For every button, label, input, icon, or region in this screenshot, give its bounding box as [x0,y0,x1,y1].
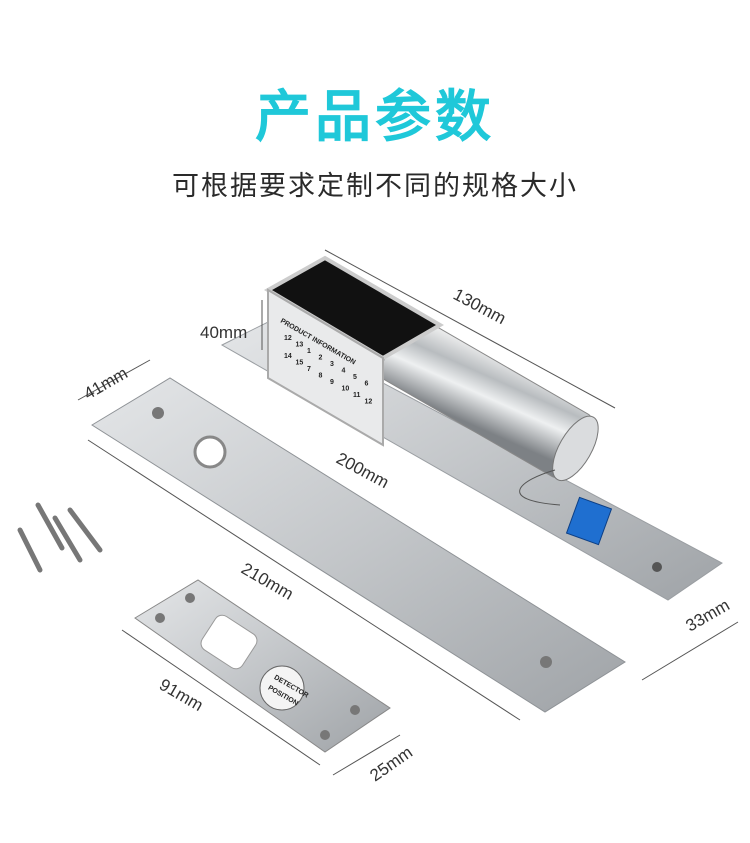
terminal-block [565,496,613,546]
screw-hole [152,407,164,419]
mount-hole [652,562,662,572]
wire [519,469,561,506]
label-cell: 12 [284,335,292,342]
dim-plate-length: 210mm [238,559,297,604]
label-cell: 15 [296,360,304,367]
bolt-cylinder [377,313,599,482]
strike-plate [134,579,391,753]
page-title: 产品参数 [255,85,495,150]
label-cell: 12 [365,399,373,406]
label-cell: 7 [307,366,311,373]
dim-bolt-height: 40mm [200,323,247,342]
label-cell: 8 [319,373,323,380]
label-cell: 5 [353,374,357,381]
label-cell: 11 [353,392,361,399]
label-cell: 4 [342,368,346,375]
label-cell: 1 [307,348,311,355]
dim-strike-width: 25mm [366,743,416,786]
label-cell: 9 [330,379,334,386]
label-cell: 10 [342,386,350,393]
plate-hole [193,435,227,469]
label-cell: 6 [365,381,369,388]
label-cell: 3 [330,361,334,368]
dimension-lines [77,249,739,776]
screws [17,502,103,573]
dim-plate-width: 41mm [81,363,131,403]
screw-hole [540,656,552,668]
dim-bolt-length: 130mm [450,285,509,328]
label-cell: 14 [284,353,292,360]
label-cell: 13 [296,342,304,349]
page-subtitle: 可根据要求定制不同的规格大小 [172,171,578,202]
dim-strike-length: 91mm [156,675,206,715]
label-cell: 2 [319,355,323,362]
face-plate [91,377,626,713]
